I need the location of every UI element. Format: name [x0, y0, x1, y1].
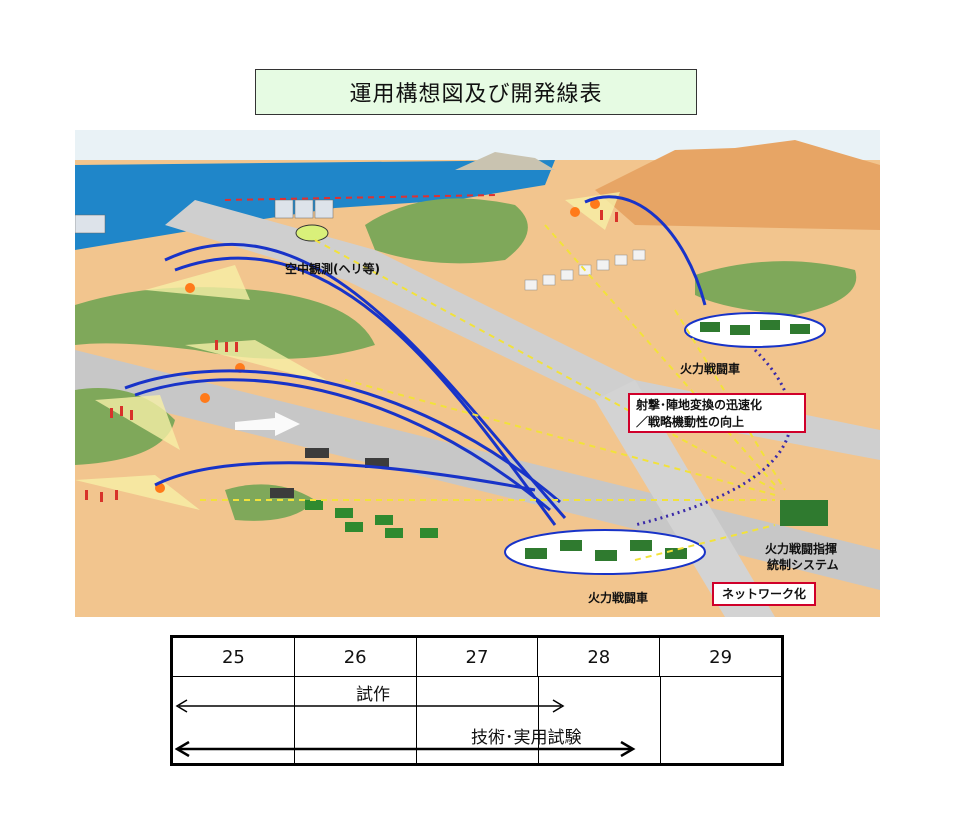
- speed-improvement-line2: ／戦略機動性の向上: [636, 415, 745, 429]
- page-title: 運用構想図及び開発線表: [255, 69, 697, 115]
- explosions: [155, 199, 600, 493]
- year-cell: 29: [709, 646, 733, 668]
- enemy-soldiers: [85, 210, 618, 502]
- testing-phase-arrow: [175, 741, 636, 757]
- cross-road: [595, 380, 775, 617]
- distant-island: [455, 152, 555, 170]
- hill-right: [695, 261, 857, 315]
- testing-phase-label: 技術･実用試験: [471, 728, 582, 748]
- prototype-phase-arrow: [175, 699, 565, 713]
- buildings-left: [75, 199, 334, 234]
- hill-left: [75, 287, 375, 359]
- timeline-column-divider: [660, 676, 661, 763]
- fire-vehicle-upper-label: 火力戦闘車: [680, 362, 741, 376]
- speed-improvement-line1: 射撃･陣地変換の迅速化: [636, 398, 763, 412]
- data-links: [200, 224, 786, 561]
- timeline-column-divider: [538, 676, 539, 763]
- timeline-column-divider: [416, 676, 417, 763]
- timeline-column-divider: [294, 676, 295, 763]
- battlefield-scene: [75, 130, 880, 617]
- target-zone-5: [565, 192, 620, 230]
- helicopter: [295, 224, 329, 242]
- network-callout: ネットワーク化: [712, 582, 816, 606]
- hill-center: [365, 198, 528, 264]
- convoy-vehicles: [305, 500, 438, 538]
- year-cell: 28: [538, 638, 661, 676]
- fire-vehicle-group-upper: [684, 312, 826, 348]
- fire-vehicle-lower-label: 火力戦闘車: [588, 591, 649, 605]
- red-observation-link: [224, 194, 496, 201]
- target-zone-1: [145, 265, 250, 300]
- fire-arcs: [124, 195, 707, 526]
- target-zone-4: [75, 475, 200, 510]
- target-zone-2: [185, 340, 335, 385]
- development-timeline: 25 26 27 28 29 試作 技術･実用試験: [170, 635, 784, 766]
- fire-vehicles-lower: [525, 540, 687, 561]
- target-zone-3: [95, 395, 180, 450]
- year-cell: 26: [295, 638, 417, 676]
- network-link: [634, 348, 793, 527]
- operational-concept-illustration: 空中観測(ヘリ等) 火力戦闘車 火力戦闘車 火力戦闘指揮 統制システム 射撃･陣…: [75, 130, 880, 617]
- mountain-range: [595, 140, 880, 230]
- air-observation-label: 空中観測(ヘリ等): [285, 262, 380, 276]
- command-system-label-line1: 火力戦闘指揮: [765, 542, 838, 556]
- command-system-label-line2: 統制システム: [767, 558, 839, 572]
- advance-arrow: [235, 412, 300, 436]
- prototype-phase-label: 試作: [356, 685, 390, 705]
- command-system-vehicle: [780, 500, 828, 526]
- year-cell: 27: [417, 638, 539, 676]
- year-cell: 25: [173, 638, 295, 676]
- tanks: [270, 448, 389, 498]
- fire-vehicles-upper: [700, 320, 810, 335]
- timeline-year-header: 25 26 27 28 29: [173, 638, 781, 677]
- speed-improvement-callout: 射撃･陣地変換の迅速化 ／戦略機動性の向上: [628, 393, 806, 433]
